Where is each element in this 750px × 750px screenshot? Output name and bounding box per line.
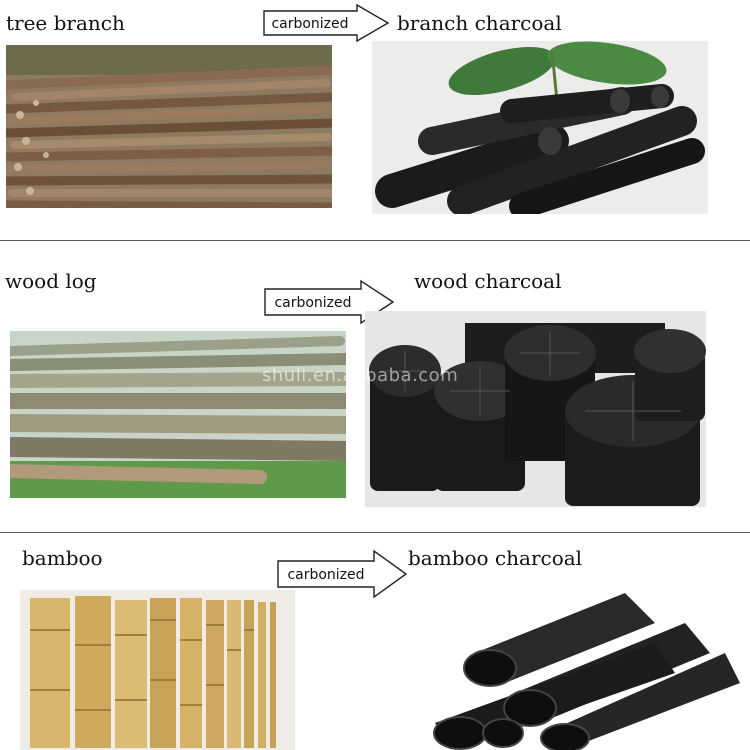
row-divider — [0, 532, 750, 533]
arrow-label: carbonized — [274, 295, 351, 311]
source-label: wood log — [5, 269, 97, 293]
bamboo-photo — [20, 590, 295, 750]
row-tree-branch: tree branch carbonized branch charcoal — [0, 0, 750, 241]
source-label: bamboo — [22, 546, 103, 570]
watermark: shuli.en.alibaba.com — [262, 365, 459, 386]
arrow-label: carbonized — [271, 16, 348, 32]
source-label: tree branch — [6, 11, 125, 35]
wood-log-photo — [10, 331, 346, 498]
arrow-label: carbonized — [287, 567, 364, 583]
bamboo-charcoal-photo — [425, 583, 740, 750]
result-label: wood charcoal — [414, 269, 562, 293]
row-divider — [0, 240, 750, 241]
result-label: bamboo charcoal — [408, 546, 583, 570]
row-bamboo: bamboo carbonized bamboo charcoal — [0, 533, 750, 750]
tree-branch-photo — [6, 45, 332, 208]
wood-charcoal-photo — [365, 311, 706, 507]
branch-charcoal-photo — [372, 41, 708, 214]
result-label: branch charcoal — [397, 11, 562, 35]
carbonized-arrow-icon: carbonized — [277, 549, 408, 599]
row-wood-log: wood log carbonized wood charcoal — [0, 241, 750, 533]
carbonized-arrow-icon: carbonized — [263, 3, 390, 43]
